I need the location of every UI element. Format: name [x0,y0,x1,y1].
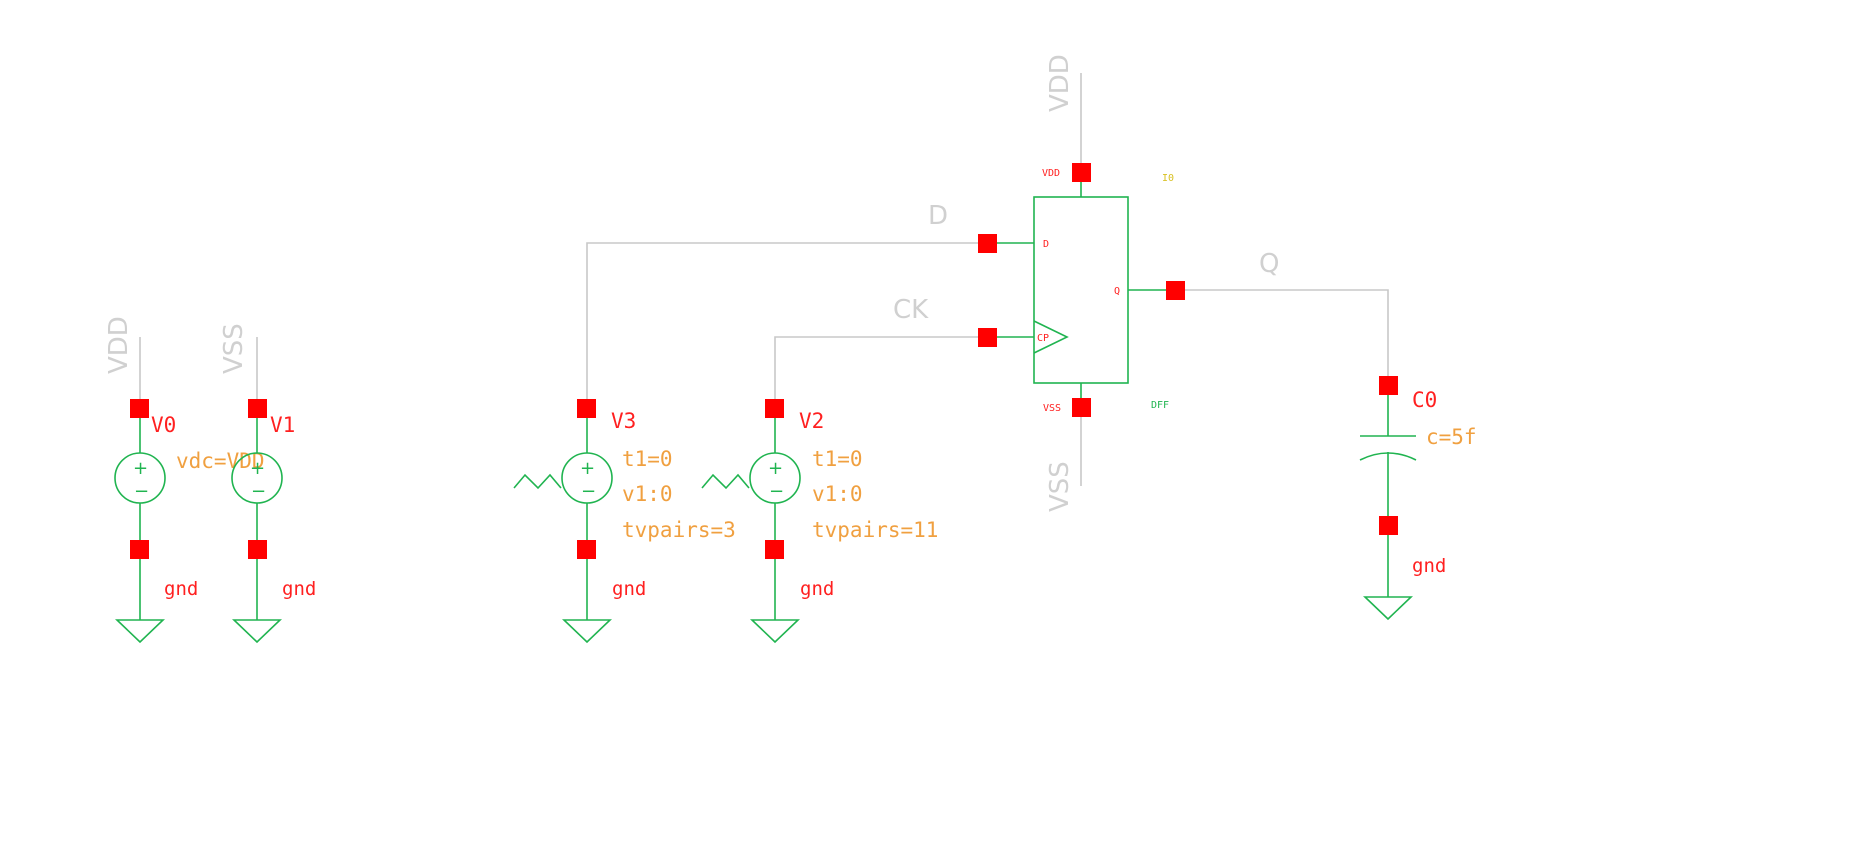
param-v2-t1: t1=0 [812,447,863,471]
pin-v2-minus[interactable] [765,540,784,559]
c0-capacitor[interactable]: C0 c=5f gnd [1359,376,1477,621]
pin-label-q: Q [1114,286,1120,297]
plus-sign: + [133,458,148,479]
wire-net-ck [774,336,978,400]
gnd-symbol [562,619,612,644]
gnd-label: gnd [612,578,646,600]
pin-v3-minus[interactable] [577,540,596,559]
v1-source[interactable]: VSS + − V1 gnd [219,323,316,644]
net-label-d: D [928,201,948,231]
pin-label-d: D [1043,239,1049,250]
pin-dff-q[interactable] [1166,281,1185,300]
minus-sign: − [251,481,266,502]
minus-sign: − [134,481,149,502]
pin-v1-plus[interactable] [248,399,267,418]
pin-dff-vdd[interactable] [1072,163,1091,182]
cell-name-dff: DFF [1151,400,1169,411]
minus-sign: − [581,481,596,502]
pin-dff-cp[interactable] [978,328,997,347]
pin-dff-d[interactable] [978,234,997,253]
pin-label-vss: VSS [1043,403,1061,414]
pin-v3-plus[interactable] [577,399,596,418]
plus-sign: + [580,458,595,479]
net-label-vdd-v0: VDD [104,316,134,374]
gnd-symbol [1363,596,1413,621]
pin-label-cp: CP [1037,333,1049,344]
param-v0-vdc: vdc=VDD [176,449,265,473]
instance-name-v3: V3 [611,409,636,433]
instance-name-i0: I0 [1162,173,1174,184]
instance-name-c0: C0 [1412,388,1437,412]
gnd-label: gnd [164,578,198,600]
gnd-symbol [750,619,800,644]
v3-source[interactable]: + − V3 t1=0 v1:0 tvpairs=3 gnd [513,242,978,644]
pwl-waveform-icon [701,473,750,490]
instance-name-v2: V2 [799,409,824,433]
plus-sign: + [768,458,783,479]
pin-label-vdd: VDD [1042,168,1060,179]
minus-sign: − [769,481,784,502]
param-v3-tvpairs: tvpairs=3 [622,518,736,542]
pin-c0-plus[interactable] [1379,376,1398,395]
net-label-ck: CK [893,295,929,325]
gnd-label: gnd [282,578,316,600]
net-label-vdd-dff: VDD [1045,54,1075,112]
pin-v1-minus[interactable] [248,540,267,559]
gnd-symbol [115,619,165,644]
wire-net-q [1185,289,1389,376]
gnd-symbol [232,619,282,644]
param-c0-value: c=5f [1426,425,1477,449]
gnd-label: gnd [1412,555,1446,577]
v0-source[interactable]: VDD + − V0 vdc=VDD gnd [104,316,265,644]
net-label-q: Q [1259,249,1279,279]
pin-v2-plus[interactable] [765,399,784,418]
param-v2-v1: v1:0 [812,482,863,506]
pin-v0-plus[interactable] [130,399,149,418]
instance-name-v1: V1 [270,413,295,437]
wire-net-d [586,242,978,400]
instance-name-v0: V0 [151,413,176,437]
plus-sign: + [250,458,265,479]
param-v3-t1: t1=0 [622,447,673,471]
param-v2-tvpairs: tvpairs=11 [812,518,938,542]
param-v3-v1: v1:0 [622,482,673,506]
net-label-vss-dff: VSS [1045,461,1075,512]
pwl-waveform-icon [513,473,562,490]
v2-source[interactable]: + − V2 t1=0 v1:0 tvpairs=11 gnd [701,336,978,644]
gnd-label: gnd [800,578,834,600]
pin-v0-minus[interactable] [130,540,149,559]
net-label-vss-v1: VSS [219,323,249,374]
pin-c0-minus[interactable] [1379,516,1398,535]
clock-triangle-icon [1033,320,1069,354]
dff-instance[interactable]: VDD VSS VDD D CP Q VSS I0 DFF [978,54,1185,512]
pin-dff-vss[interactable] [1072,398,1091,417]
